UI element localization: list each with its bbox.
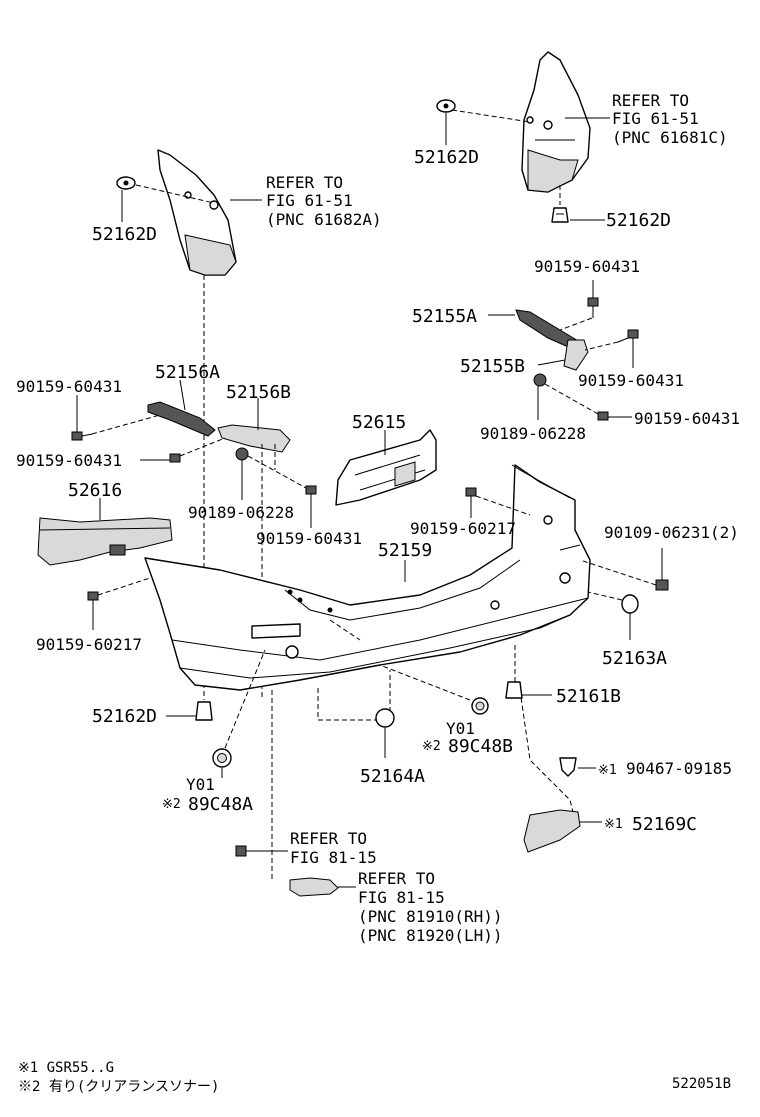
part-label-52156B: 52156B (226, 382, 291, 403)
part-label-52163A: 52163A (602, 648, 667, 669)
part-label-90189-06228-b: 90189-06228 (188, 503, 294, 522)
y01-label-a: Y01 (446, 719, 475, 738)
reinforcement-52156A (147, 401, 216, 437)
part-label-90159-60217-a: 90159-60217 (410, 519, 516, 538)
part-label-52162D-a: 52162D (414, 147, 479, 168)
refer-note-3-line1: REFER TO (290, 829, 367, 848)
clip-icon-52161B (505, 681, 523, 699)
bolt-icon-reflector (235, 845, 247, 857)
bolt-icon-f (305, 485, 317, 495)
cap-icon-52164A (375, 708, 395, 728)
refer-note-4-line3: (PNC 81910(RH)) (358, 907, 503, 926)
bolt-icon-90109 (655, 579, 669, 591)
part-label-89C48A: 89C48A (188, 794, 253, 815)
part-label-90109-06231: 90109-06231(2) (604, 523, 739, 542)
part-label-52162D-c: 52162D (92, 224, 157, 245)
refer-note-4-line2: FIG 81-15 (358, 888, 445, 907)
sensor-retainer-89C48A (212, 748, 232, 768)
part-label-89C48B: 89C48B (448, 736, 513, 757)
clip-icon-90467 (559, 757, 577, 777)
note-mark-1-b: ※1 (604, 817, 623, 832)
reinforcement-52155B (563, 339, 589, 371)
note-mark-2-a: ※2 (422, 739, 441, 754)
part-label-52616: 52616 (68, 480, 122, 501)
refer-note-1-line3: (PNC 61681C) (612, 128, 728, 147)
part-label-52155B: 52155B (460, 356, 525, 377)
side-piece-52616 (37, 517, 173, 566)
absorber-52615 (335, 429, 437, 506)
upper-left-bracket (157, 149, 237, 276)
clip-icon-52162D-c (116, 176, 136, 190)
part-label-90159-60431-c: 90159-60431 (634, 409, 740, 428)
bolt-icon-e (169, 453, 181, 463)
clip-icon-52162D-a (436, 99, 456, 113)
refer-note-4-line4: (PNC 81920(LH)) (358, 926, 503, 945)
part-label-52615: 52615 (352, 412, 406, 433)
note-mark-2-b: ※2 (162, 797, 181, 812)
part-label-52161B: 52161B (556, 686, 621, 707)
part-label-52155A: 52155A (412, 306, 477, 327)
bumper-cover-52159 (144, 464, 591, 691)
cap-icon-52163A (621, 594, 639, 614)
bolt-icon-d (71, 431, 93, 441)
upper-right-bracket (521, 51, 591, 193)
refer-note-4-line1: REFER TO (358, 869, 435, 888)
bolt-icon-90159-60217-right (465, 487, 477, 518)
diagram-code: 522051B (672, 1076, 731, 1092)
reinforcement-52156B (217, 424, 291, 453)
refer-note-2-line1: REFER TO (266, 173, 343, 192)
part-label-90159-60431-e: 90159-60431 (16, 451, 122, 470)
part-label-52159: 52159 (378, 540, 432, 561)
part-label-90159-60431-d: 90159-60431 (16, 377, 122, 396)
part-label-90159-60431-f: 90159-60431 (256, 529, 362, 548)
part-label-90159-60431-a: 90159-60431 (534, 257, 640, 276)
bolt-icon-b (617, 329, 639, 343)
bolt-icon-90159-60217-left (87, 591, 99, 601)
part-label-90467-09185: 90467-09185 (626, 759, 732, 778)
clip-icon-52162D-d (195, 701, 213, 721)
footer-note-2: ※2 有り(クリアランスソナー) (18, 1079, 219, 1095)
footer-note-1: ※1 GSR55..G (18, 1060, 114, 1076)
part-label-52169C: 52169C (632, 814, 697, 835)
refer-note-1-line1: REFER TO (612, 91, 689, 110)
nut-icon-90189-b (235, 447, 249, 461)
refer-note-2-line2: FIG 61-51 (266, 191, 353, 210)
part-label-52162D-d: 52162D (92, 706, 157, 727)
nut-icon-90189-a (533, 373, 547, 387)
refer-note-2-line3: (PNC 61682A) (266, 210, 382, 229)
bolt-icon-c (597, 411, 609, 421)
part-label-90189-06228-a: 90189-06228 (480, 424, 586, 443)
part-label-90159-60217-b: 90159-60217 (36, 635, 142, 654)
clip-icon-52162D-b (551, 207, 569, 223)
note-mark-1-a: ※1 (598, 763, 617, 778)
y01-label-b: Y01 (186, 775, 215, 794)
bolt-icon-a (587, 297, 599, 318)
sensor-retainer-89C48B (471, 697, 489, 715)
part-label-52162D-b: 52162D (606, 210, 671, 231)
protector-52169C (523, 809, 581, 853)
part-label-90159-60431-b: 90159-60431 (578, 371, 684, 390)
reflector-lamp (289, 877, 339, 897)
part-label-52164A: 52164A (360, 766, 425, 787)
refer-note-3-line2: FIG 81-15 (290, 848, 377, 867)
refer-note-1-line2: FIG 61-51 (612, 109, 699, 128)
part-label-52156A: 52156A (155, 362, 220, 383)
